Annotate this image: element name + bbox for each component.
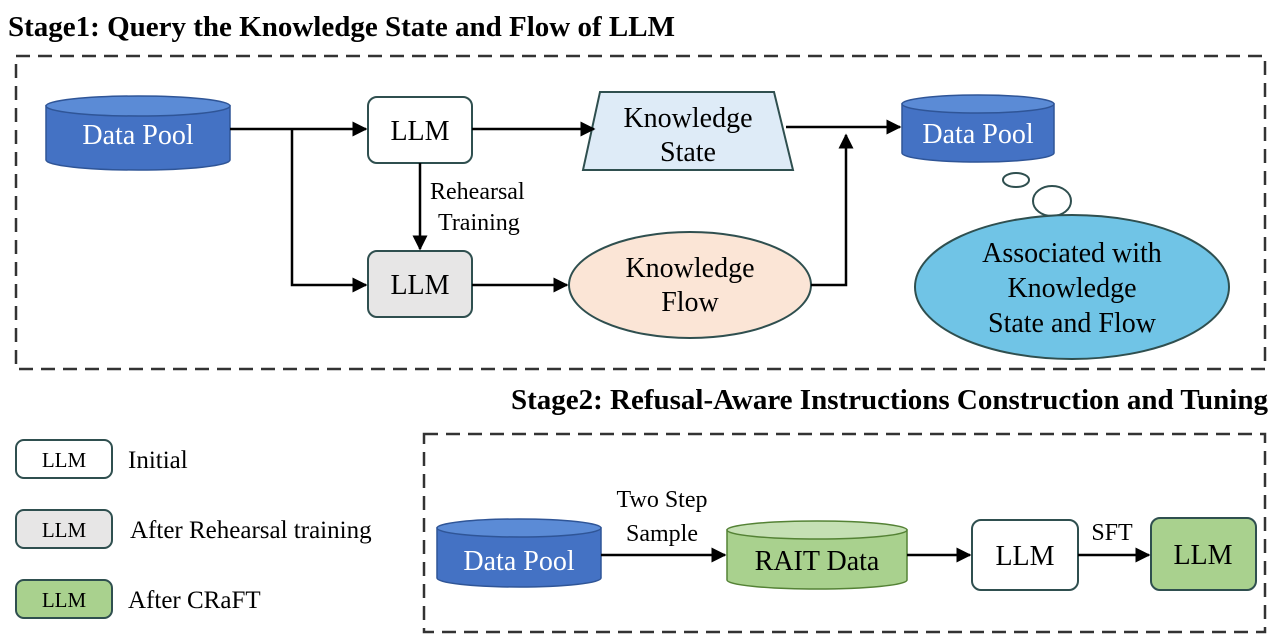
knowledge-state-label-2: State — [660, 137, 716, 168]
legend-item-rehearsal: LLM After Rehearsal training — [15, 509, 372, 549]
rehearsal-training-label-1: Rehearsal — [430, 179, 525, 205]
stage2-frame — [422, 432, 1267, 634]
legend-item-craft: LLM After CRaFT — [15, 579, 261, 619]
edge-flow-up — [811, 133, 854, 287]
two-step-label-1: Two Step — [617, 487, 708, 513]
legend-initial-text: Initial — [128, 447, 188, 474]
llm-rehearsal-label: LLM — [390, 270, 449, 301]
two-step-label-2: Sample — [626, 521, 698, 547]
stage1-title: Stage1: Query the Knowledge State and Fl… — [8, 11, 675, 43]
data-pool-left: Data Pool — [45, 95, 231, 171]
stage2-title: Stage2: Refusal-Aware Instructions Const… — [511, 384, 1269, 416]
rehearsal-training-label-2: Training — [438, 210, 520, 236]
thought-label-2: Knowledge — [1007, 273, 1136, 304]
stage1-edges — [230, 119, 902, 293]
legend-box-craft-label: LLM — [42, 588, 87, 612]
knowledge-flow-node: Knowledge Flow — [568, 231, 812, 339]
thought-label-3: State and Flow — [988, 308, 1157, 339]
legend-item-initial: LLM Initial — [15, 439, 188, 479]
legend-rehearsal-text: After Rehearsal training — [130, 517, 372, 544]
data-pool-left-label: Data Pool — [82, 120, 193, 151]
legend-box-rehearsal — [15, 509, 113, 549]
thought-bubble: Associated with Knowledge State and Flow — [914, 172, 1230, 360]
knowledge-state-node: Knowledge State — [581, 91, 795, 171]
llm-stage2-initial: LLM — [971, 519, 1079, 591]
data-pool-right-label: Data Pool — [922, 119, 1033, 150]
legend-box-initial — [15, 439, 113, 479]
data-pool-right: Data Pool — [901, 94, 1055, 163]
llm-craft-node: LLM — [1150, 517, 1257, 591]
rait-data-label: RAIT Data — [755, 546, 880, 577]
stage1-frame — [14, 54, 1267, 371]
edge-pool-to-llm-rehearsal — [290, 129, 368, 293]
llm-stage2-initial-label: LLM — [995, 541, 1054, 572]
legend-craft-text: After CRaFT — [128, 587, 261, 614]
legend: LLM Initial LLM After Rehearsal training… — [15, 439, 372, 619]
thought-label-1: Associated with — [982, 238, 1162, 269]
llm-initial-node: LLM — [367, 96, 473, 164]
data-pool-stage2: Data Pool — [436, 518, 602, 588]
knowledge-state-label-1: Knowledge — [623, 103, 752, 134]
rait-data-node: RAIT Data — [726, 520, 908, 590]
llm-rehearsal-node: LLM — [367, 250, 473, 318]
knowledge-flow-label-2: Flow — [661, 287, 719, 318]
data-pool-stage2-label: Data Pool — [463, 546, 574, 577]
legend-box-initial-label: LLM — [42, 448, 87, 472]
legend-box-rehearsal-label: LLM — [42, 518, 87, 542]
knowledge-flow-label-1: Knowledge — [625, 253, 754, 284]
legend-box-craft — [15, 579, 113, 619]
sft-label: SFT — [1091, 520, 1133, 546]
llm-initial-label: LLM — [390, 116, 449, 147]
llm-craft-label: LLM — [1173, 540, 1232, 571]
